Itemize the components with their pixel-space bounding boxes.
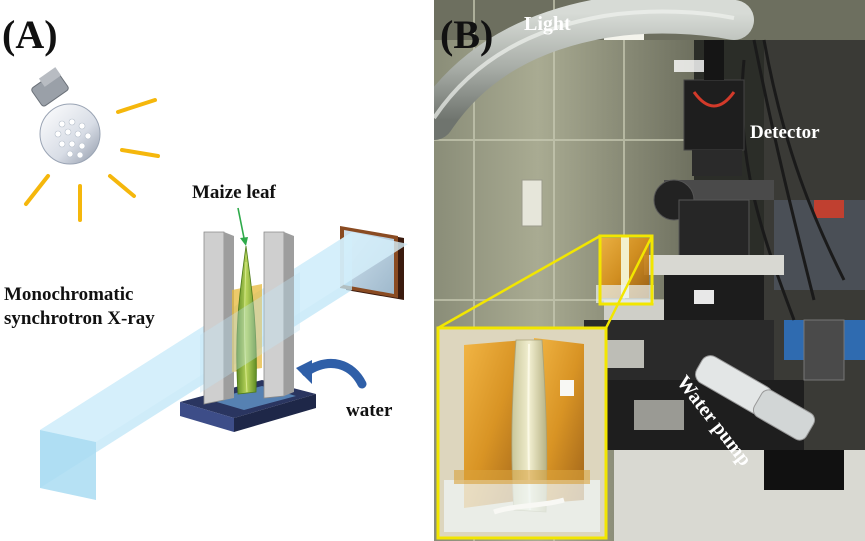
panel-b-photo: (B) Light Detector Water pump xyxy=(434,0,865,541)
sample-cell-small xyxy=(596,234,654,306)
inset-callout-lines xyxy=(437,234,654,330)
xray-label-line2: synchrotron X-ray xyxy=(4,308,155,329)
xray-beam-front xyxy=(200,272,300,393)
light-rays-icon xyxy=(24,98,160,222)
photo-svg: (B) Light Detector Water pump xyxy=(434,0,865,541)
panel-a-label: (A) xyxy=(2,12,58,57)
panel-b-label: (B) xyxy=(440,12,493,57)
maize-leaf xyxy=(236,245,257,395)
detector-assembly xyxy=(653,40,774,261)
leaf-pointer-arrow xyxy=(237,207,248,246)
maize-leaf-label: Maize leaf xyxy=(192,182,277,203)
right-plate xyxy=(263,231,294,399)
light-label: Light xyxy=(524,13,571,35)
panel-a-schematic: (A) xyxy=(2,12,408,500)
left-plate xyxy=(203,231,234,405)
detector-label: Detector xyxy=(750,122,820,143)
xray-label-line1: Monochromatic xyxy=(4,284,133,305)
schematic-svg: (A) xyxy=(2,12,408,500)
water-pump xyxy=(695,355,844,490)
water-arrow-icon xyxy=(296,359,367,389)
light-bulb-icon xyxy=(31,67,101,165)
wall-switch xyxy=(521,179,543,227)
inset-zoom xyxy=(436,326,608,540)
water-label: water xyxy=(346,400,393,421)
